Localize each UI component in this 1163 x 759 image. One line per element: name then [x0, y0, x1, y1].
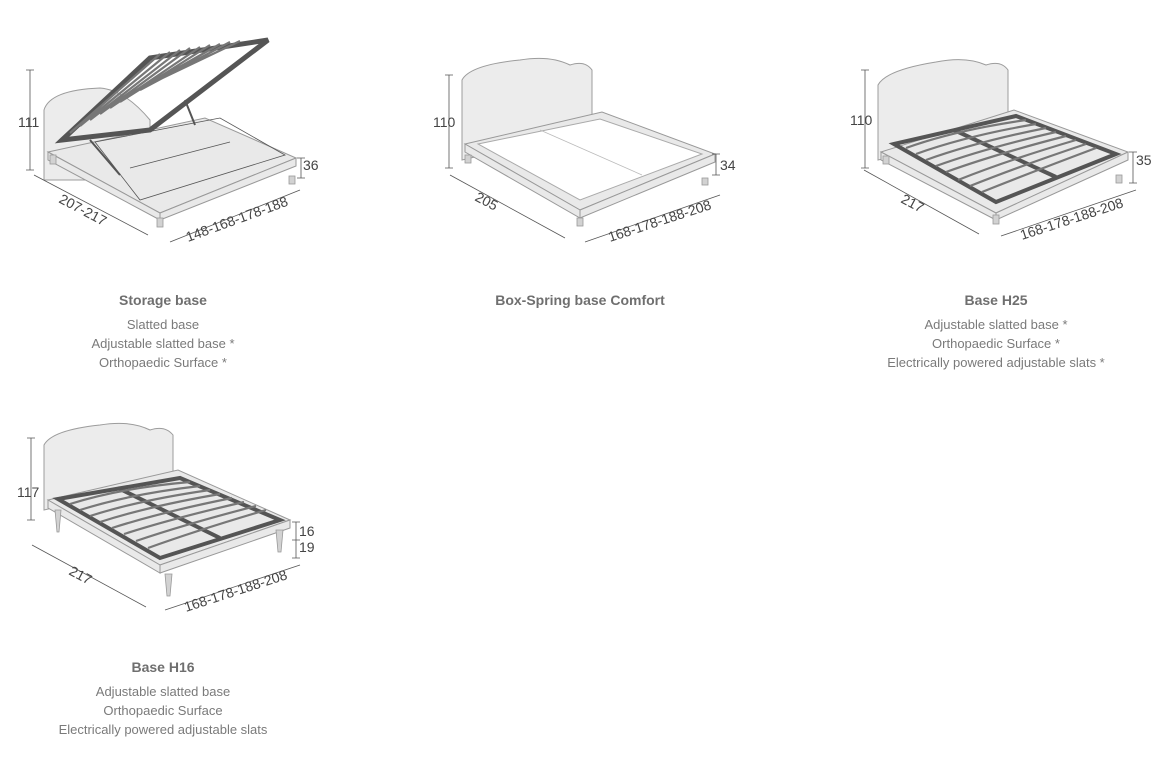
height-dim-line [27, 437, 35, 521]
leg [992, 214, 1000, 225]
card-base-h25: 110 35 217 168-178-188-208 Base H25 Adju… [836, 30, 1163, 390]
headboard [43, 422, 174, 511]
length-dim-line [863, 169, 980, 235]
width-dim: 168-178-188-208 [606, 196, 713, 244]
leg [701, 177, 709, 186]
width-dim-line [1000, 189, 1137, 237]
length-dim-line [449, 174, 566, 239]
mattress-divider [539, 129, 643, 176]
box-spring-title: Box-Spring base Comfort [495, 292, 665, 308]
side-dim-line [297, 157, 305, 179]
height-dim: 110 [850, 112, 873, 128]
base-h16-drawing: 117 16 19 217 168-178-188-208 [17, 422, 315, 615]
width-dim-line [169, 189, 301, 243]
feature-item: Slatted base [126, 317, 200, 332]
feature-item: Electrically powered adjustable slats * [887, 355, 1105, 370]
leg [156, 217, 164, 228]
side-dim-top: 16 [299, 523, 315, 539]
storage-base-features: Slatted base Adjustable slatted base * O… [0, 315, 343, 372]
side-dim-line [292, 521, 300, 559]
box-spring-drawing: 110 34 205 168-178-188-208 [433, 57, 736, 245]
width-dim-line [584, 194, 721, 243]
slatted-frame [52, 475, 286, 561]
card-box-spring-base: 110 34 205 168-178-188-208 Box-Spring ba… [420, 30, 780, 330]
feature-item: Adjustable slatted base * [91, 336, 235, 351]
length-dim: 207-217 [57, 191, 110, 229]
mattress-top [476, 118, 704, 201]
feature-item: Electrically powered adjustable slats [58, 722, 268, 737]
base-h16-title: Base H16 [131, 659, 195, 675]
leg [288, 175, 296, 185]
leg [49, 154, 57, 165]
side-dim: 35 [1136, 152, 1152, 168]
base-h25-features: Adjustable slatted base * Orthopaedic Su… [816, 315, 1163, 372]
length-dim-line [33, 174, 149, 236]
side-dim: 34 [720, 157, 736, 173]
leg [164, 573, 173, 597]
storage-base-title: Storage base [119, 292, 207, 308]
height-dim-line [445, 74, 453, 169]
feature-item: Orthopaedic Surface [103, 703, 223, 718]
slatted-frame [888, 113, 1122, 205]
base-h16-features: Adjustable slatted base Orthopaedic Surf… [0, 682, 343, 739]
base-h25-title: Base H25 [964, 292, 1028, 308]
leg [275, 529, 284, 553]
leg [576, 217, 584, 227]
height-dim-line [26, 69, 34, 171]
height-dim: 110 [433, 114, 456, 130]
width-dim-line [164, 564, 301, 611]
height-dim: 117 [17, 484, 40, 500]
lifted-slats [54, 37, 270, 176]
leg [464, 154, 472, 164]
card-base-h16: 117 16 19 217 168-178-188-208 Base H16 A… [0, 400, 360, 745]
feature-item: Adjustable slatted base [95, 684, 231, 699]
width-dim: 168-178-188-208 [182, 566, 289, 614]
leg [1115, 174, 1123, 184]
feature-item: Adjustable slatted base * [924, 317, 1068, 332]
leg [882, 155, 890, 165]
feature-item: Orthopaedic Surface * [932, 336, 1060, 351]
card-storage-base: 111 36 207-217 148-168-178-188 Storage b… [0, 30, 360, 390]
base-side [159, 519, 291, 574]
side-dim-bottom: 19 [299, 539, 315, 555]
storage-base-drawing: 111 36 207-217 148-168-178-188 [18, 37, 319, 245]
storage-divider [129, 141, 231, 169]
height-dim: 111 [18, 114, 39, 130]
base-h25-drawing: 110 35 217 168-178-188-208 [850, 59, 1152, 243]
length-dim-line [31, 544, 147, 608]
base-side [579, 153, 716, 219]
length-dim: 205 [473, 189, 501, 214]
side-dim-line [712, 153, 720, 176]
leg [54, 509, 62, 533]
side-dim: 36 [303, 157, 319, 173]
side-dim-line [1129, 151, 1137, 184]
feature-item: Orthopaedic Surface * [99, 355, 227, 370]
height-dim-line [861, 69, 869, 169]
storage-inner [94, 117, 286, 201]
length-dim: 217 [899, 191, 927, 216]
